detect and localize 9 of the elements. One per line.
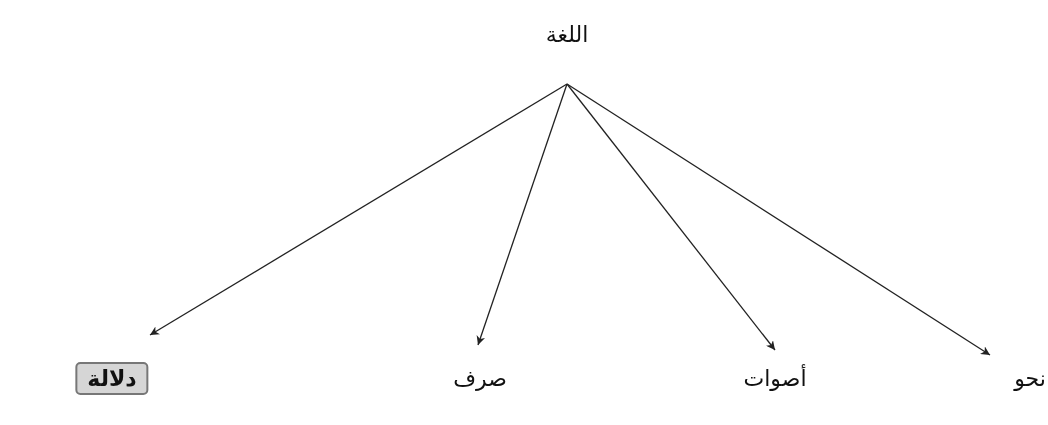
term-label: صرف (453, 366, 507, 391)
arrow (566, 83, 776, 351)
term-label: نحو (1014, 366, 1046, 391)
term-box: دلالة (75, 362, 149, 395)
root-label: اللغة (545, 22, 589, 47)
arrow (149, 83, 568, 336)
arrow (566, 83, 991, 356)
term-label: أصوات (743, 366, 807, 391)
arrow (476, 83, 568, 346)
